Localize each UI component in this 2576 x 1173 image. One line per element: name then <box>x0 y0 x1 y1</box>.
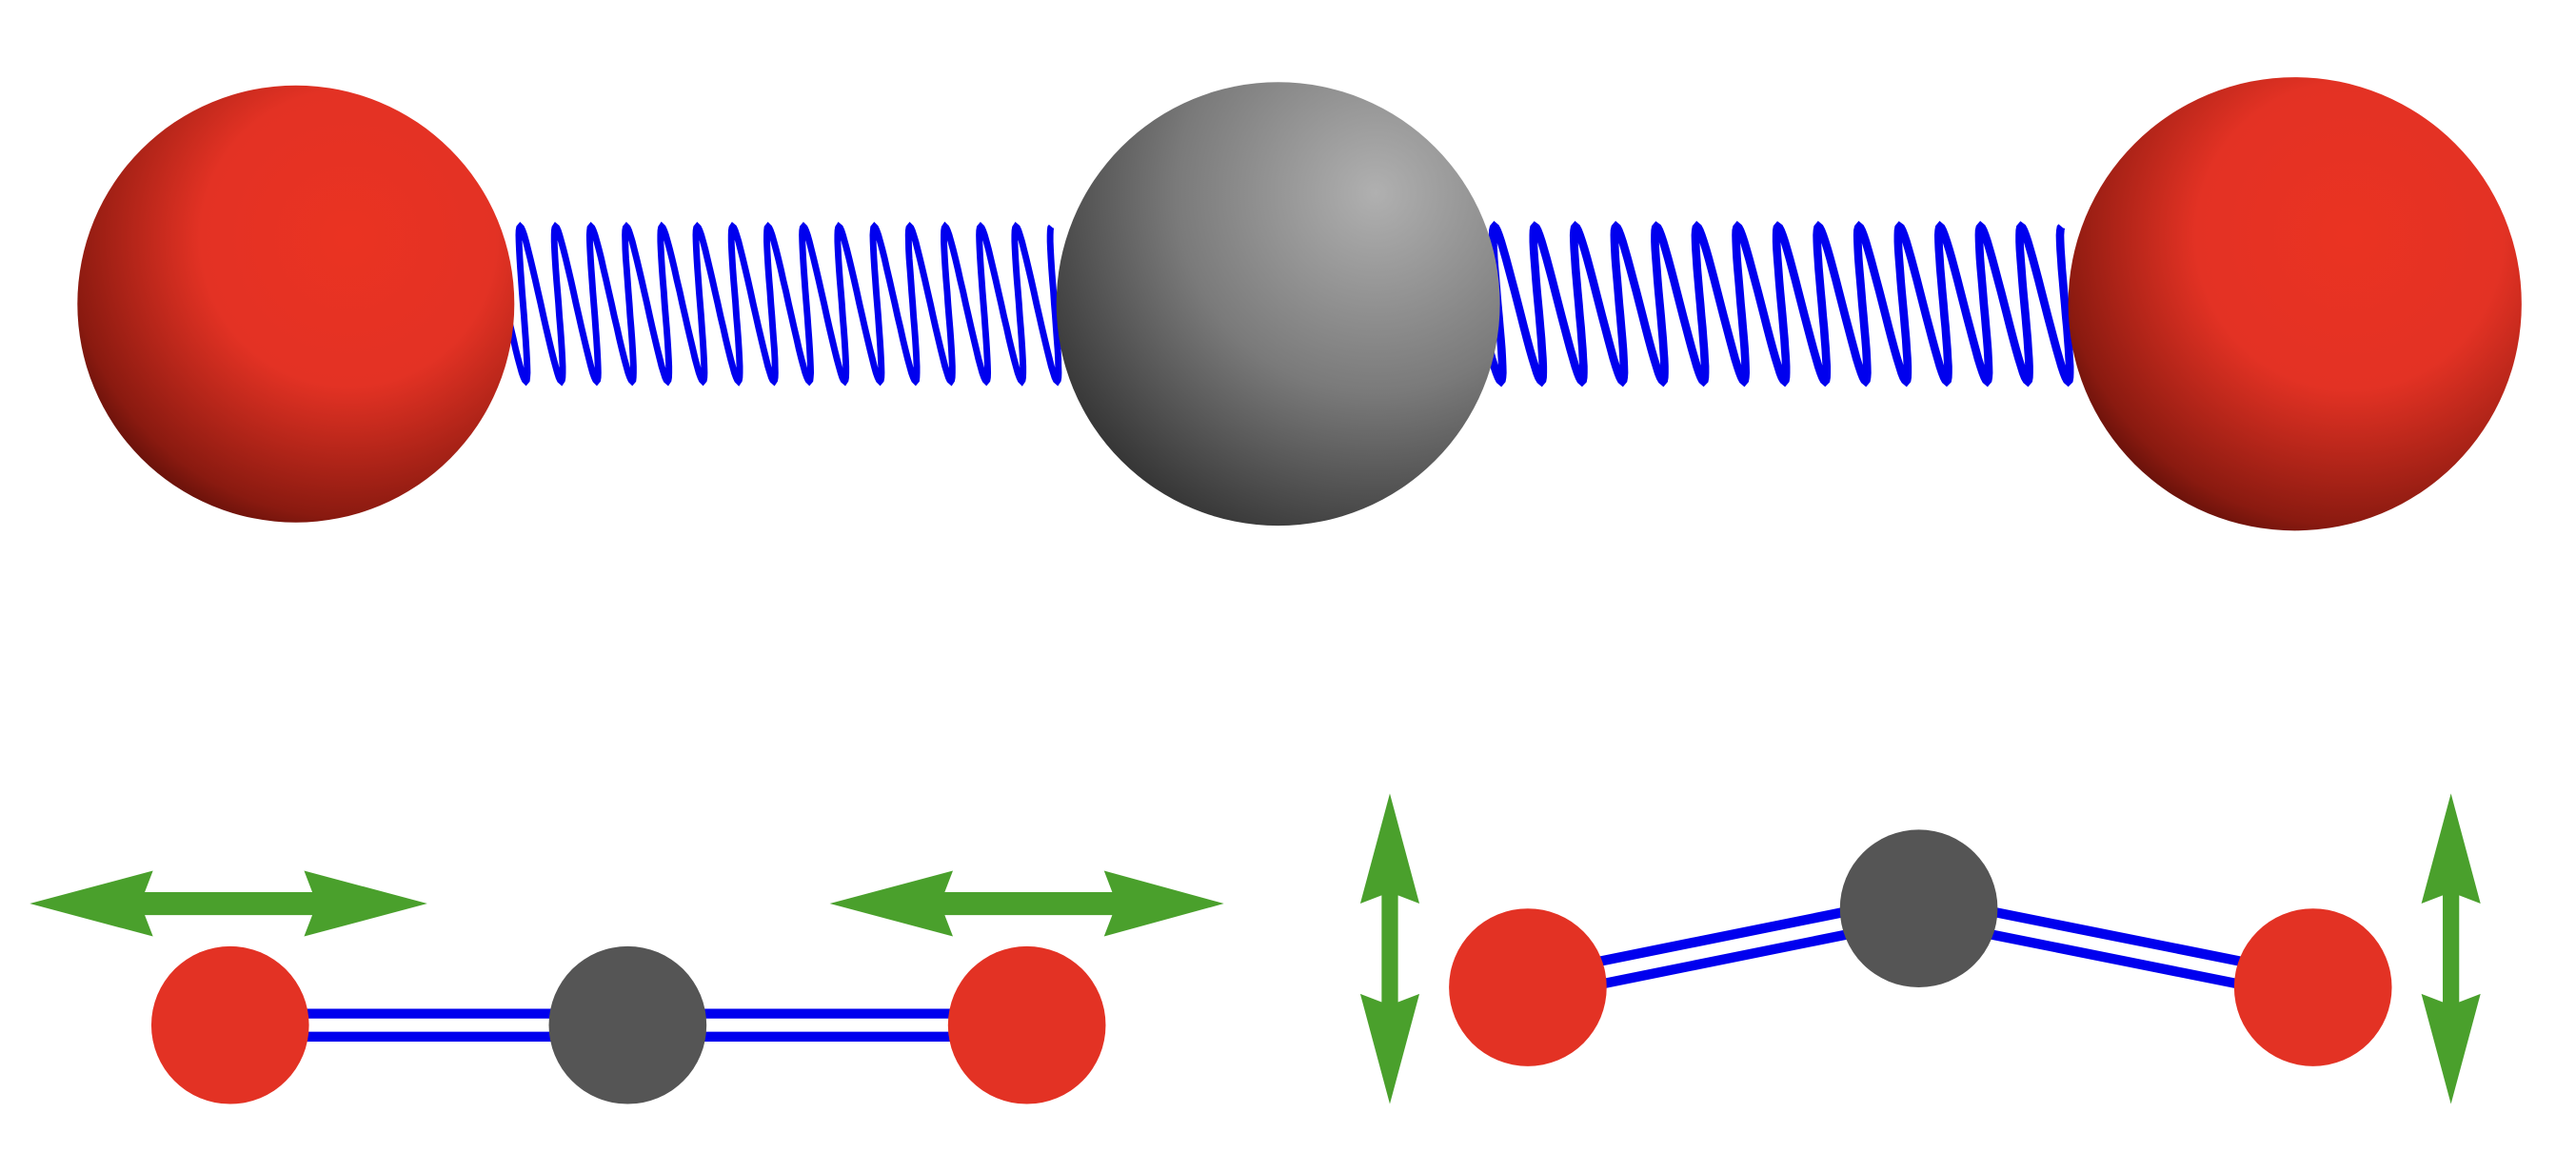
vertical-double-arrow-icon <box>1359 793 1420 1104</box>
carbon-atom <box>548 945 707 1104</box>
bending-mode <box>1359 793 2481 1104</box>
spring-left <box>482 221 1062 387</box>
carbon-atom <box>1839 829 1998 988</box>
stretch-mode <box>30 870 1224 1104</box>
oxygen-atom-right <box>2233 908 2392 1066</box>
oxygen-atom-left <box>150 945 309 1104</box>
carbon-atom <box>1056 82 1500 527</box>
oxygen-atom-left <box>77 85 515 523</box>
oxygen-atom-right <box>2068 77 2522 531</box>
oxygen-atom-right <box>947 945 1106 1104</box>
vertical-double-arrow-icon <box>2421 793 2481 1104</box>
spring-model <box>77 77 2522 531</box>
spring-right <box>1451 220 2074 388</box>
oxygen-atom-left <box>1449 908 1607 1066</box>
double-arrow-icon <box>829 870 1224 937</box>
double-arrow-icon <box>30 870 427 937</box>
